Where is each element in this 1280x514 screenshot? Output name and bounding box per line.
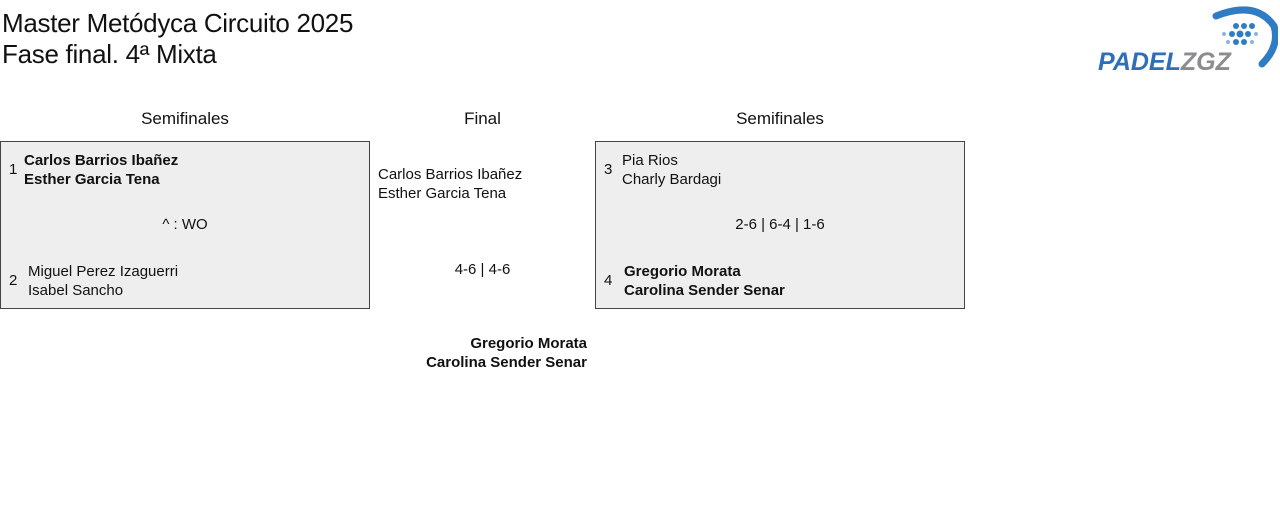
match-score: ^ : WO (162, 216, 208, 233)
seed-number: 3 (604, 161, 613, 178)
page-title: Master Metódyca Circuito 2025 Fase final… (2, 8, 353, 70)
seed-number: 4 (604, 272, 613, 289)
player-name: Esther Garcia Tena (24, 171, 160, 188)
semifinal-2-match: 3 Pia Rios Charly Bardagi 2-6 | 6-4 | 1-… (595, 141, 965, 309)
player-name: Miguel Perez Izaguerri (28, 263, 179, 280)
player-name: Carolina Sender Senar (426, 354, 587, 371)
player-name: Carlos Barrios Ibañez (378, 166, 523, 183)
team-3: Pia Rios Charly Bardagi (622, 151, 721, 189)
match-score: 2-6 | 6-4 | 1-6 (735, 216, 825, 233)
svg-text:PADELZGZ: PADELZGZ (1098, 48, 1233, 76)
column-header-left-semifinals: Semifinales (141, 109, 229, 128)
team-4: Gregorio Morata Carolina Sender Senar (624, 262, 785, 300)
team-2: Miguel Perez Izaguerri Isabel Sancho (28, 262, 178, 300)
seed-number: 2 (9, 272, 18, 289)
column-header-final: Final (464, 109, 501, 128)
final-team-1: Carlos Barrios Ibañez Esther Garcia Tena (378, 165, 522, 203)
title-line-2: Fase final. 4ª Mixta (2, 39, 217, 69)
seed-number: 1 (9, 161, 18, 178)
player-name: Isabel Sancho (28, 282, 124, 299)
player-name: Pia Rios (622, 152, 678, 169)
column-header-right-semifinals: Semifinales (736, 109, 824, 128)
padelzgz-logo: PADELZGZ (1098, 6, 1278, 76)
player-name: Charly Bardagi (622, 171, 722, 188)
player-name: Gregorio Morata (470, 335, 587, 352)
player-name: Gregorio Morata (624, 263, 741, 280)
player-name: Carlos Barrios Ibañez (24, 152, 179, 169)
final-score: 4-6 | 4-6 (454, 261, 511, 278)
final-winner: Gregorio Morata Carolina Sender Senar (426, 334, 587, 372)
team-1: Carlos Barrios Ibañez Esther Garcia Tena (24, 151, 178, 189)
player-name: Esther Garcia Tena (378, 185, 507, 202)
semifinal-1-match: 1 Carlos Barrios Ibañez Esther Garcia Te… (0, 141, 370, 309)
player-name: Carolina Sender Senar (624, 282, 785, 299)
title-line-1: Master Metódyca Circuito 2025 (2, 8, 354, 38)
